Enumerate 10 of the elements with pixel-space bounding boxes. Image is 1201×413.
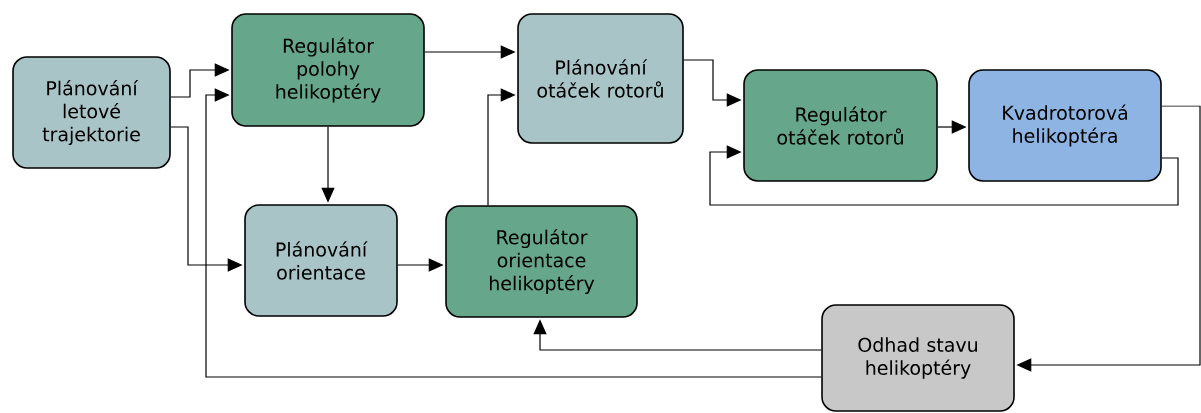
plant-box: Kvadrotorová helikoptéra <box>968 69 1162 182</box>
arrow <box>709 145 1179 206</box>
controller-box: Regulátor polohy helikoptéry <box>231 13 425 127</box>
planning-box: Plánování otáček rotorů <box>517 13 684 144</box>
arrow <box>205 88 822 378</box>
controller-box: Regulátor orientace helikoptéry <box>445 205 638 318</box>
planning-box: Plánování letové trajektorie <box>12 56 171 169</box>
planning-box: Plánování orientace <box>244 204 398 317</box>
estimator-box: Odhad stavu helikoptéry <box>821 304 1015 412</box>
controller-box: Regulátor otáček rotorů <box>743 69 938 182</box>
